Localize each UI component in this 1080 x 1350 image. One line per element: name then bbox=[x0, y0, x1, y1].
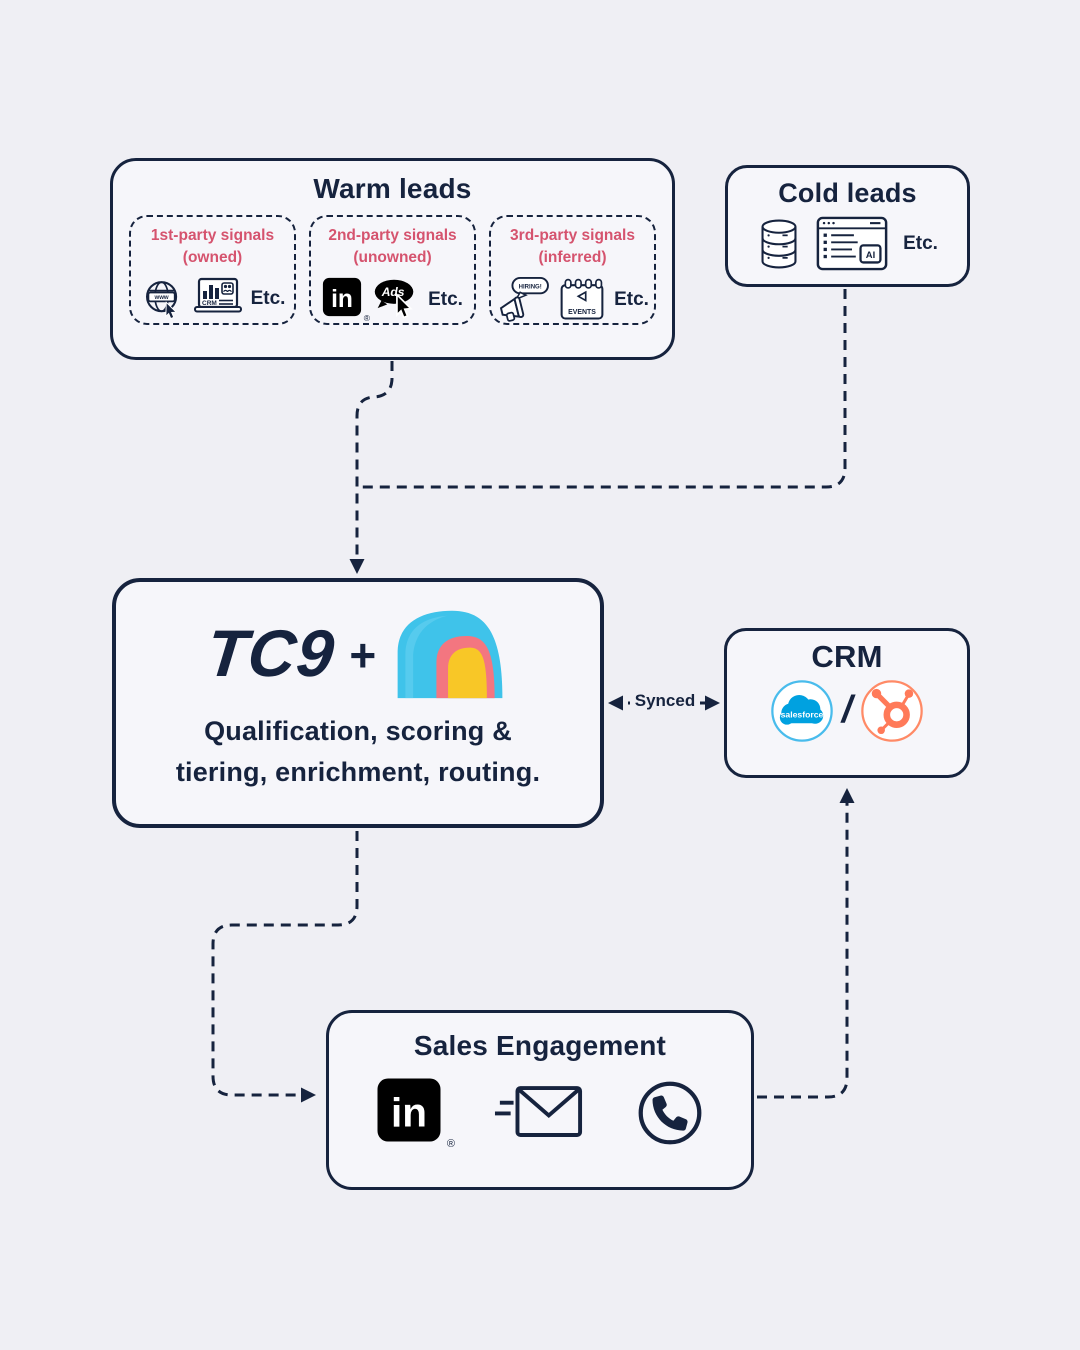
plus-sign: + bbox=[349, 628, 377, 681]
synced-label-text: Synced bbox=[629, 691, 701, 710]
ads-cursor-icon: Ads bbox=[374, 279, 414, 319]
sales-engagement-icons: in ® bbox=[376, 1077, 704, 1150]
hiring-megaphone-icon: HIRING! bbox=[499, 276, 549, 322]
connector-sales-to-crm bbox=[757, 788, 855, 1099]
sales-engagement-title: Sales Engagement bbox=[413, 1030, 667, 1061]
signal-title-line2: (inferred) bbox=[538, 249, 607, 266]
globe-www-icon: www bbox=[145, 280, 177, 319]
signal-title-line2: (owned) bbox=[182, 249, 243, 266]
signal-title-1st-party: 1st-party signals (owned) bbox=[151, 225, 274, 269]
signal-box-3rd-party: 3rd-party signals (inferred) HIRING! bbox=[489, 215, 656, 325]
linkedin-icon: in bbox=[322, 277, 362, 317]
signal-title-line1: 1st-party signals bbox=[150, 227, 275, 244]
etc-label: Etc. bbox=[428, 288, 463, 310]
cold-leads-box: Cold leads AI bbox=[725, 165, 970, 287]
hubspot-logo bbox=[861, 680, 924, 742]
slash-separator: / bbox=[841, 688, 853, 731]
salesforce-label: salesforce bbox=[780, 710, 823, 720]
globe-www-label: www bbox=[153, 294, 168, 301]
warm-leads-title: Warm leads bbox=[313, 173, 472, 204]
tunnel-emoji bbox=[397, 610, 503, 699]
sales-engagement-box: Sales Engagement in ® bbox=[326, 1010, 754, 1190]
warm-leads-box: Warm leads 1st-party signals (owned) www bbox=[110, 158, 675, 360]
signal-title-line1: 2nd-party signals bbox=[328, 227, 457, 244]
events-calendar-icon: EVENTS bbox=[560, 278, 604, 320]
signal-icons-2nd-party: in ® Ads Etc. bbox=[322, 276, 463, 323]
signals-row: 1st-party signals (owned) www bbox=[113, 215, 672, 325]
cold-leads-title: Cold leads bbox=[778, 178, 917, 208]
crm-box: CRM salesforce / bbox=[724, 628, 970, 778]
signal-title-line2: (unowned) bbox=[353, 249, 432, 266]
ai-browser-icon: AI bbox=[816, 216, 888, 271]
synced-connector-label: Synced bbox=[606, 691, 724, 711]
crm-dashboard-icon: CRM bbox=[193, 277, 242, 313]
email-send-icon bbox=[494, 1086, 583, 1137]
signal-icons-3rd-party: HIRING! EVENTS bbox=[496, 276, 649, 324]
tc9-box: TC9 + Qualification, scoring & tiering, … bbox=[112, 578, 604, 828]
cold-leads-icons: AI Etc. bbox=[757, 216, 938, 271]
signal-title-2nd-party: 2nd-party signals (unowned) bbox=[328, 225, 456, 269]
linkedin-label: in bbox=[331, 286, 353, 313]
crm-title: CRM bbox=[811, 639, 883, 674]
registered-mark: ® bbox=[446, 1138, 455, 1150]
tc9-logo-row: TC9 + bbox=[203, 604, 510, 701]
database-icon bbox=[761, 219, 797, 268]
etc-label: Etc. bbox=[614, 289, 649, 310]
signal-icons-1st-party: www CRM bbox=[140, 276, 286, 322]
ai-label: AI bbox=[866, 250, 875, 261]
crm-label: CRM bbox=[202, 300, 217, 307]
signal-title-3rd-party: 3rd-party signals (inferred) bbox=[510, 225, 635, 269]
hiring-label: HIRING! bbox=[519, 284, 542, 290]
linkedin-icon: in bbox=[377, 1078, 441, 1142]
tc9-logo: TC9 bbox=[202, 615, 339, 690]
signal-box-1st-party: 1st-party signals (owned) www bbox=[129, 215, 296, 325]
crm-logos-row: salesforce / bbox=[770, 679, 925, 743]
events-label: EVENTS bbox=[568, 309, 596, 316]
tc9-description-line2: tiering, enrichment, routing. bbox=[175, 756, 541, 787]
phone-icon bbox=[638, 1081, 702, 1144]
tc9-description: Qualification, scoring & tiering, enrich… bbox=[176, 711, 540, 792]
etc-label: Etc. bbox=[250, 288, 286, 309]
signal-title-line1: 3rd-party signals bbox=[510, 227, 635, 244]
registered-mark: ® bbox=[363, 313, 371, 323]
ads-label: Ads bbox=[381, 285, 405, 299]
etc-label: Etc. bbox=[903, 232, 938, 254]
connector-warm-to-tc9 bbox=[349, 361, 394, 574]
linkedin-label: in bbox=[391, 1090, 427, 1136]
salesforce-logo: salesforce bbox=[770, 680, 833, 742]
tc9-description-line1: Qualification, scoring & bbox=[204, 716, 512, 746]
signal-box-2nd-party: 2nd-party signals (unowned) in ® A bbox=[309, 215, 476, 325]
